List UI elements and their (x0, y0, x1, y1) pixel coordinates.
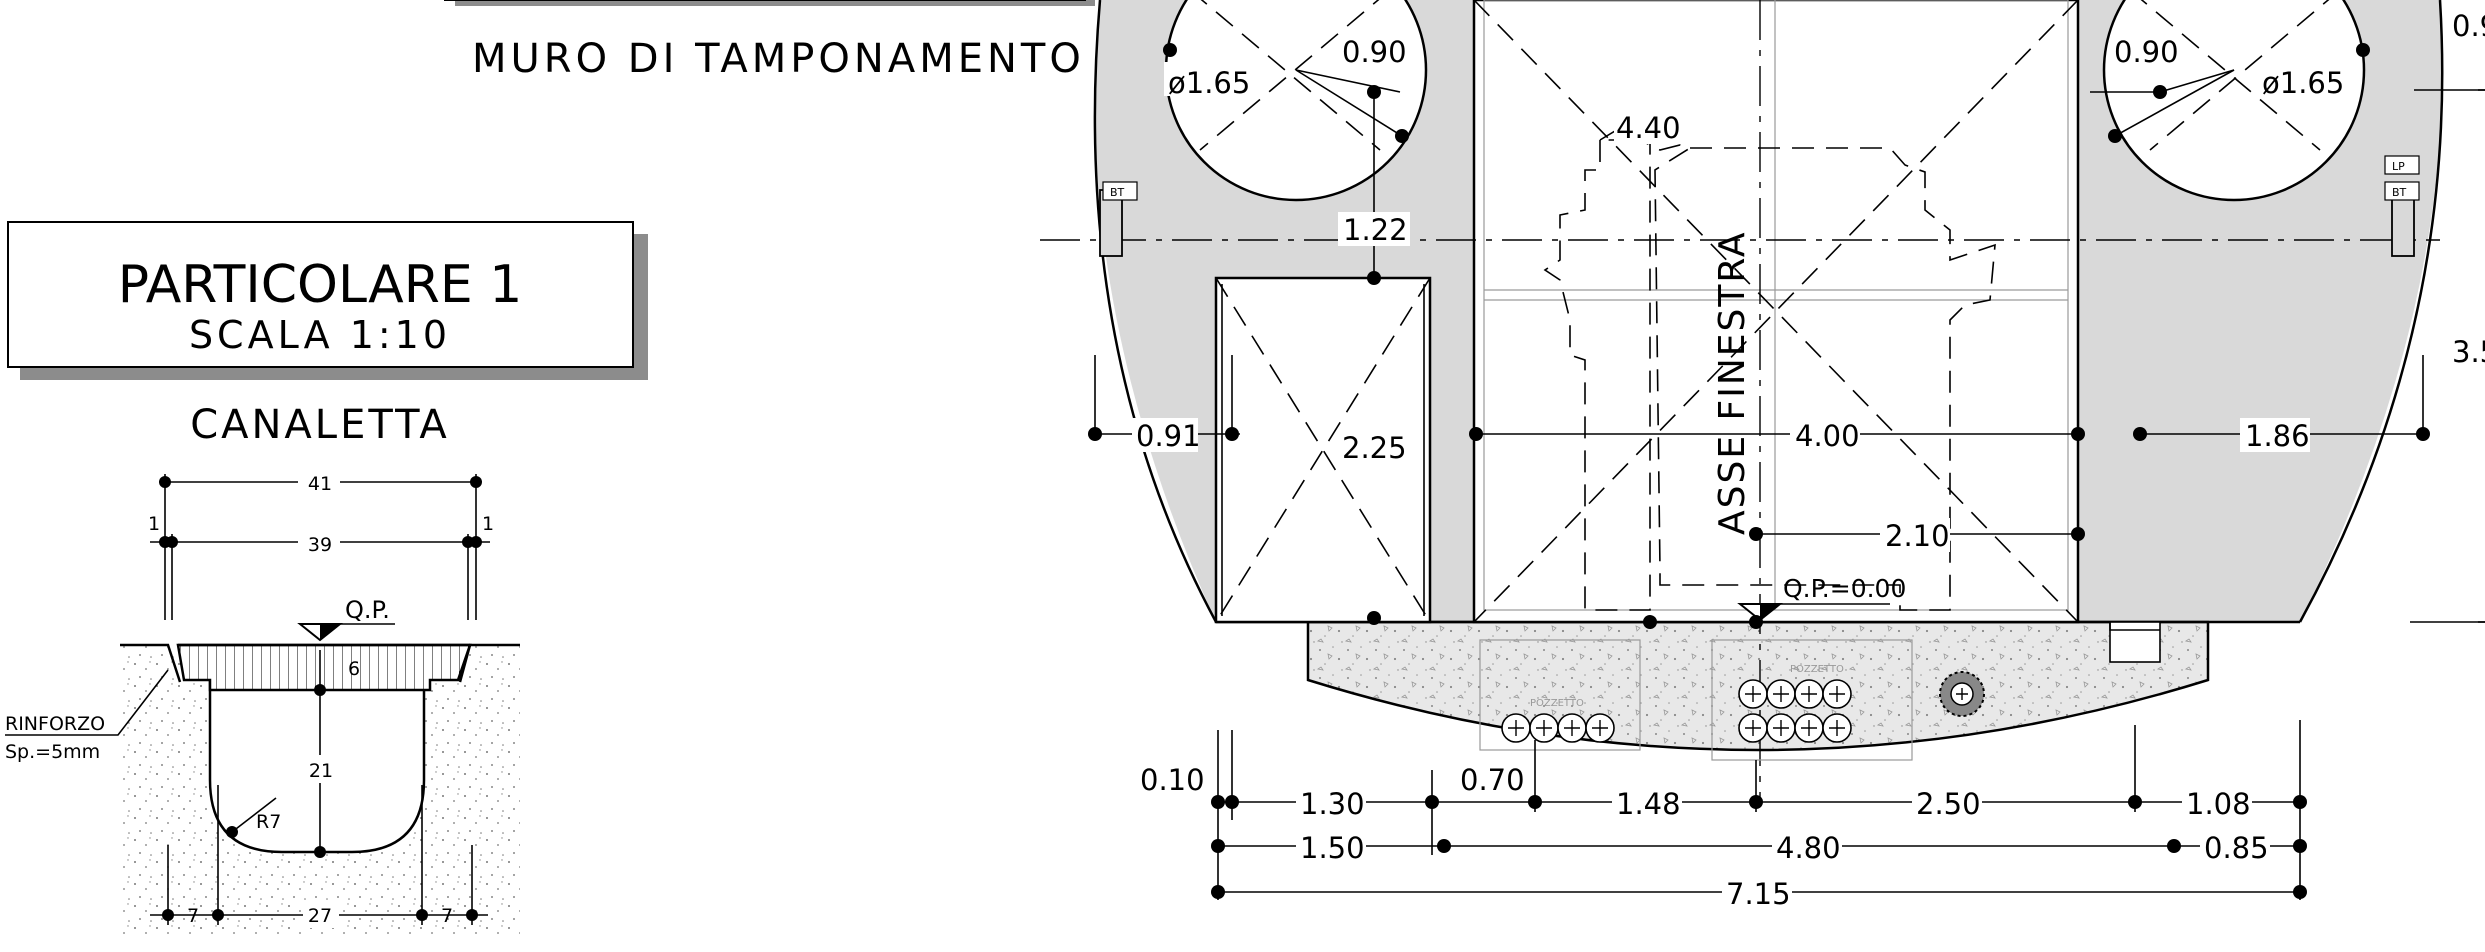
bt-tag-right: BT (2392, 186, 2407, 199)
canaletta-detail (5, 474, 520, 935)
lp-tag: LP (2392, 160, 2405, 173)
dim-1-50: 1.50 (1300, 831, 1365, 865)
dim-4-00: 4.00 (1795, 419, 1860, 453)
dim-radius-left: 0.90 (1342, 35, 1407, 69)
dim-4-40: 4.40 (1616, 111, 1681, 145)
pozzetto-label-2: POZZETTO (1790, 664, 1844, 675)
canaletta-dim-1-left: 1 (148, 513, 160, 535)
cable-conduits (1501, 679, 1852, 743)
dim-2-50: 2.50 (1916, 787, 1981, 821)
rinforzo-thickness: Sp.=5mm (5, 741, 100, 763)
particolare-title: PARTICOLARE 1 (118, 255, 523, 315)
asse-finestra-label: ASSE FINESTRA (1712, 230, 1753, 535)
canaletta-dim-21: 21 (309, 760, 333, 782)
qp-level-label: Q.P.=0.00 (1783, 574, 1906, 603)
dim-1-86: 1.86 (2245, 419, 2310, 453)
canaletta-title: CANALETTA (190, 402, 450, 448)
dim-diameter-right: ø1.65 (2262, 66, 2344, 100)
canaletta-dim-7-left: 7 (187, 905, 199, 927)
rinforzo-label: RINFORZO (5, 713, 105, 735)
canaletta-dim-39: 39 (308, 534, 332, 556)
canaletta-r7: R7 (256, 811, 281, 833)
scala-label: SCALA 1:10 (189, 313, 451, 357)
muro-title-box (444, 0, 1095, 6)
dim-0-10: 0.10 (1140, 763, 1205, 797)
dim-2-10: 2.10 (1885, 519, 1950, 553)
canaletta-dim-41: 41 (308, 473, 332, 495)
canaletta-qp: Q.P. (345, 596, 390, 624)
dim-0-70: 0.70 (1460, 763, 1525, 797)
muro-title: MURO DI TAMPONAMENTO (472, 36, 1085, 82)
dim-1-30: 1.30 (1300, 787, 1365, 821)
dim-diameter-left: ø1.65 (1168, 66, 1250, 100)
dim-4-80: 4.80 (1776, 831, 1841, 865)
dim-edge-mid-right: 3.5 (2452, 335, 2485, 369)
tunnel-section (1040, 0, 2485, 900)
particolare-box (7, 221, 648, 380)
canaletta-dim-7-right: 7 (441, 905, 453, 927)
pozzetto-label-1: POZZETTO (1530, 698, 1584, 709)
dim-1-22: 1.22 (1343, 213, 1408, 247)
canaletta-dim-1-right: 1 (482, 513, 494, 535)
bt-tag-left: BT (1110, 186, 1125, 199)
dim-0-85: 0.85 (2204, 831, 2269, 865)
canaletta-dim-27: 27 (308, 905, 332, 927)
dim-1-48: 1.48 (1616, 787, 1681, 821)
dim-1-08: 1.08 (2186, 787, 2251, 821)
dim-2-25: 2.25 (1342, 431, 1407, 465)
dim-edge-top-right: 0.9 (2452, 9, 2485, 43)
dim-radius-right: 0.90 (2114, 35, 2179, 69)
dim-0-91: 0.91 (1136, 419, 1201, 453)
canaletta-dim-6: 6 (348, 658, 360, 680)
dim-7-15: 7.15 (1726, 877, 1791, 911)
